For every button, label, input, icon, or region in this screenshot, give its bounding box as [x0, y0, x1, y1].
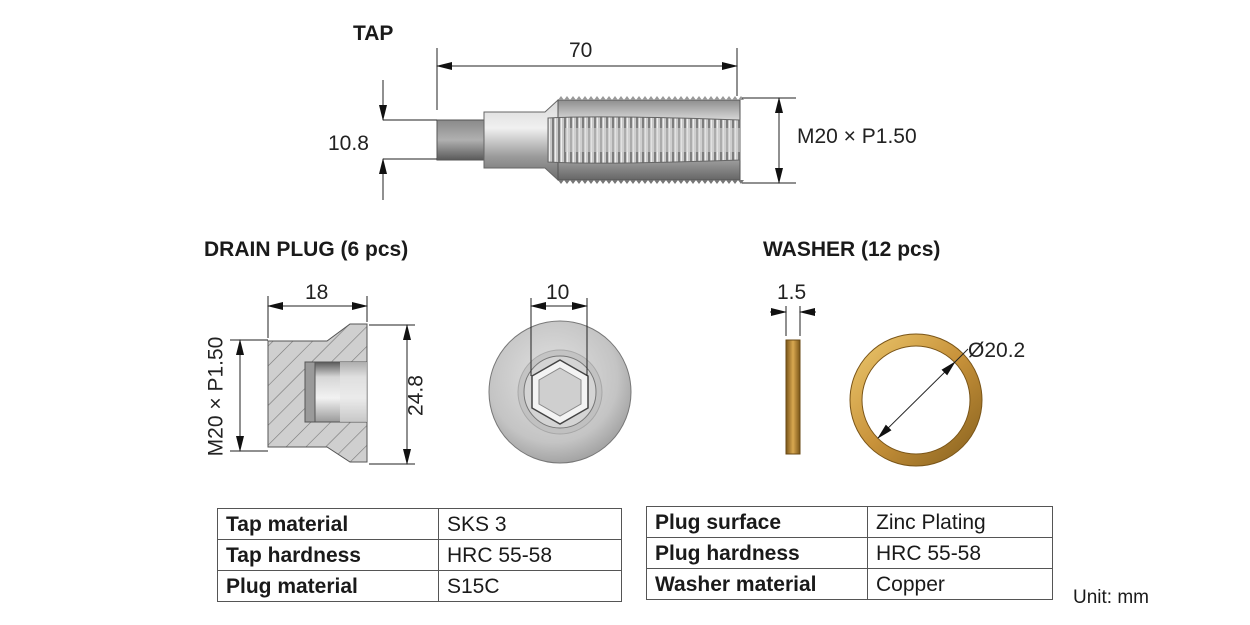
- plug-length-label: 18: [305, 281, 329, 304]
- spec-key: Plug surface: [646, 506, 868, 538]
- plug-section-drawing: [267, 323, 368, 463]
- spec-value: HRC 55-58: [867, 537, 1053, 569]
- plug-front-drawing: [488, 320, 632, 464]
- spec-key: Plug material: [217, 570, 439, 602]
- tap-title: TAP: [353, 22, 394, 45]
- spec-value: Zinc Plating: [867, 506, 1053, 538]
- spec-value: S15C: [438, 570, 622, 602]
- plug-thread-label: M20 × P1.50: [204, 336, 228, 457]
- spec-key: Plug hardness: [646, 537, 868, 569]
- spec-value: Copper: [867, 568, 1053, 600]
- tap-thread-label: M20 × P1.50: [797, 125, 917, 148]
- tap-length-label: 70: [569, 39, 593, 62]
- plug-hex-dimension: [530, 298, 588, 376]
- tap-square-label: 10.8: [328, 132, 369, 155]
- tap-dimensions: [379, 48, 796, 200]
- spec-value: SKS 3: [438, 508, 622, 540]
- spec-key: Tap hardness: [217, 539, 439, 571]
- plug-diameter-label: 24.8: [404, 375, 428, 416]
- tap-drawing: [436, 96, 744, 184]
- washer-thickness-dimension: [770, 306, 816, 336]
- spec-key: Tap material: [217, 508, 439, 540]
- washer-front-drawing: [849, 333, 983, 467]
- washer-diameter-label: Ø20.2: [968, 339, 1026, 362]
- spec-key: Washer material: [646, 568, 868, 600]
- spec-value: HRC 55-58: [438, 539, 622, 571]
- plug-side-dimensions: [230, 296, 415, 465]
- washer-title: WASHER (12 pcs): [763, 238, 941, 261]
- drain-plug-title: DRAIN PLUG (6 pcs): [204, 238, 409, 261]
- unit-label: Unit: mm: [1073, 587, 1149, 608]
- plug-hex-label: 10: [546, 281, 570, 304]
- washer-side-drawing: [785, 339, 801, 455]
- washer-thickness-label: 1.5: [777, 281, 807, 304]
